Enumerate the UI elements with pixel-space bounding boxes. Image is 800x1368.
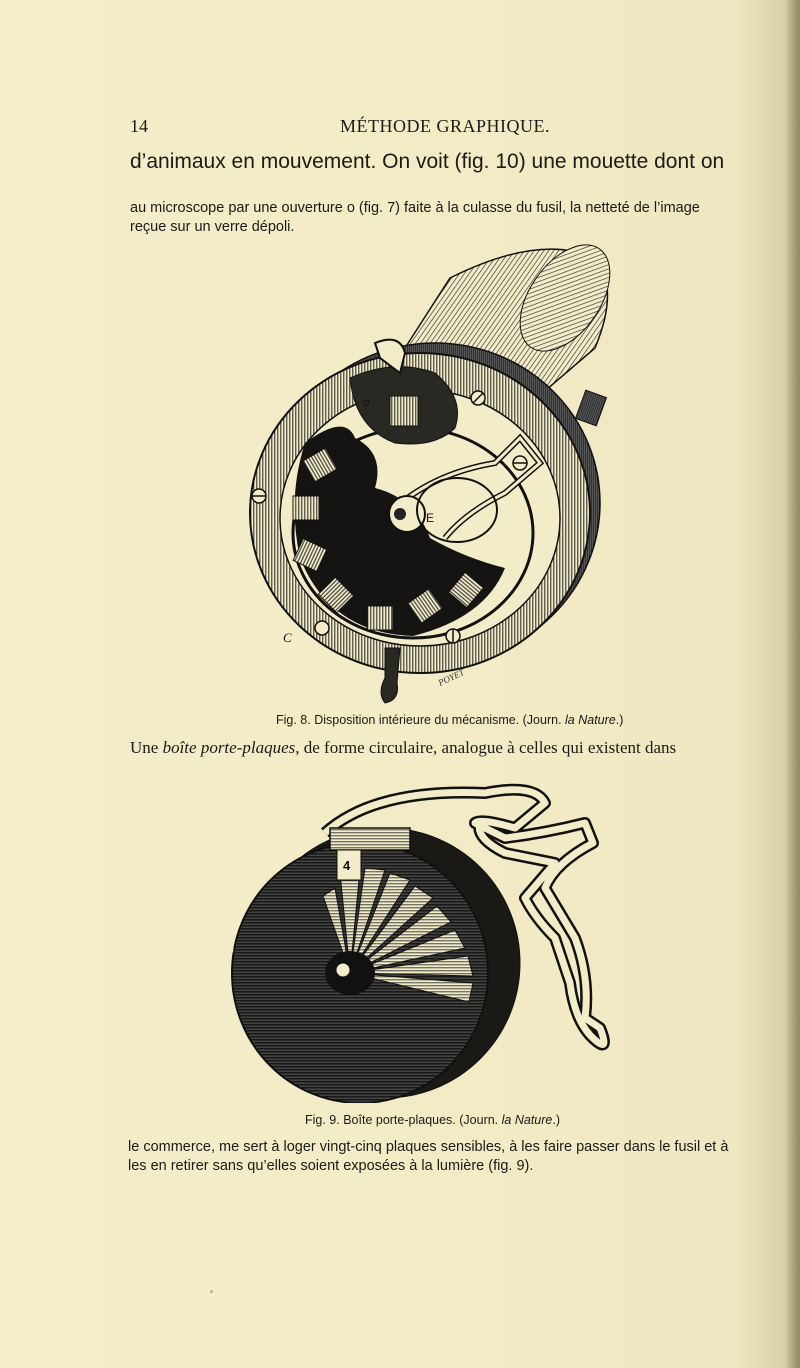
figure-9-caption: Fig. 9. Boîte porte-plaques. (Journ. la … (305, 1113, 561, 1127)
figure-9-plate-box: 4 25 24 23 22 (225, 783, 610, 1103)
page-header: 14 MÉTHODE GRAPHIQUE. (130, 116, 730, 140)
label-c: C (283, 630, 292, 645)
label-e: E (426, 511, 434, 525)
dial-number: 22 (225, 1009, 236, 1024)
figure-8-mechanism: o E C POYET (249, 244, 611, 704)
dial-number: 25 (229, 897, 246, 914)
label-o: o (363, 394, 370, 409)
paper-speck (210, 1290, 213, 1293)
running-head: MÉTHODE GRAPHIQUE. (340, 116, 550, 136)
figure-8-caption: Fig. 8. Disposition intérieure du mécani… (276, 713, 624, 727)
dial-number: 24 (225, 938, 237, 953)
dial-number: 23 (225, 974, 234, 988)
paragraph-large-line: d’animaux en mouvement. On voit (fig. 10… (130, 150, 725, 173)
page-number: 14 (130, 116, 148, 136)
paragraph-middle: Une boîte porte-plaques, de forme circul… (130, 738, 677, 757)
paragraph-intro: au microscope par une ouverture o (fig. … (130, 200, 700, 235)
dial-number: 4 (343, 858, 351, 873)
paragraph-bottom: le commerce, me sert à loger vingt-cinq … (128, 1139, 729, 1174)
page-edge-shadow (786, 0, 800, 1368)
